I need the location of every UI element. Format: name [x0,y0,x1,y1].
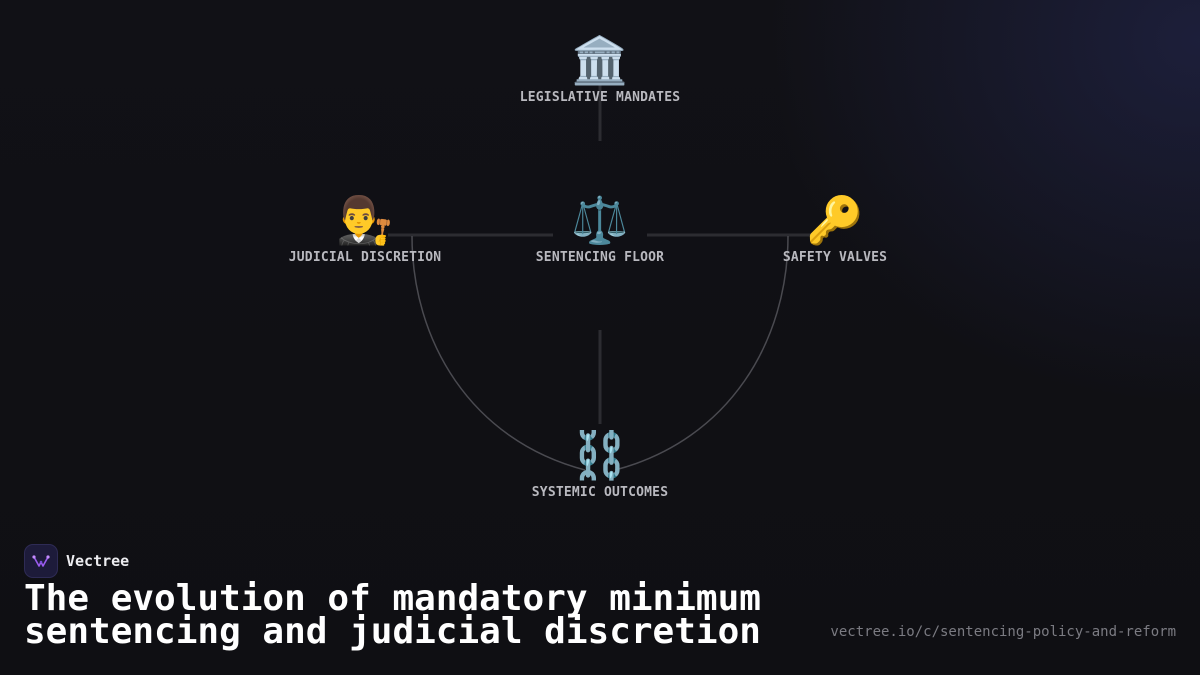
node-judicial-discretion: 👨‍⚖️ JUDICIAL DISCRETION [235,194,495,265]
brand: Vectree [24,544,129,578]
node-legislative-mandates: 🏛️ LEGISLATIVE MANDATES [470,34,730,105]
node-label: SAFETY VALVES [782,250,888,265]
node-safety-valves: 🔑 SAFETY VALVES [705,194,965,265]
judge-icon: 👨‍⚖️ [336,193,394,247]
chains-icon: ⛓️ [571,428,629,482]
title-line-1: The evolution of mandatory minimum [24,578,761,619]
source-url: vectree.io/c/sentencing-policy-and-refor… [830,624,1176,640]
node-label: SYSTEMIC OUTCOMES [531,485,669,500]
node-sentencing-floor: ⚖️ SENTENCING FLOOR [470,194,730,265]
node-label: LEGISLATIVE MANDATES [519,90,681,105]
classical-building-icon: 🏛️ [571,33,629,87]
node-label: SENTENCING FLOOR [535,250,665,265]
node-label: JUDICIAL DISCRETION [288,250,442,265]
edge-safety-systemic [614,235,789,471]
brand-name: Vectree [66,552,130,570]
balance-scale-icon: ⚖️ [571,193,629,247]
key-icon: 🔑 [806,193,864,247]
edge-judicial-systemic [411,235,586,471]
title-line-2: sentencing and judicial discretion [24,611,761,652]
page-title: The evolution of mandatory minimum sente… [24,581,804,650]
node-systemic-outcomes: ⛓️ SYSTEMIC OUTCOMES [470,429,730,500]
vectree-logo-icon [24,544,58,578]
